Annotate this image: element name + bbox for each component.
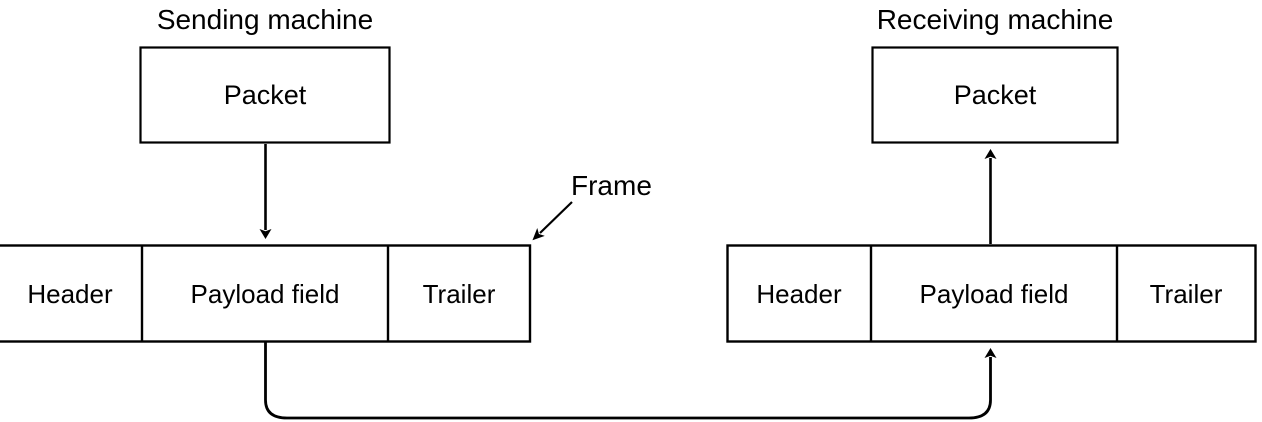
- sending-frame-cell-header: Header: [27, 279, 113, 309]
- receiving-frame-box: [726, 244, 1257, 343]
- sending-frame-cell-payload-field: Payload field: [190, 279, 340, 309]
- receiving-frame-cell-header: Header: [756, 279, 842, 309]
- sending-frame-box: [0, 244, 532, 343]
- sending-frame-cell-trailer: Trailer: [422, 279, 496, 309]
- frame-callout-label: Frame: [571, 170, 652, 201]
- sending-machine-title: Sending machine: [156, 4, 374, 35]
- receiving-packet-label: Packet: [953, 80, 1037, 110]
- receiving-frame-cell-trailer: Trailer: [1149, 279, 1223, 309]
- receiving-packet-box: [871, 46, 1119, 144]
- transmission-curve: [264, 342, 997, 420]
- sending-packet-label: Packet: [223, 80, 307, 110]
- sending-packet-box: [139, 46, 391, 144]
- receiving-frame-cell-payload-field: Payload field: [919, 279, 1069, 309]
- receiving-machine-title: Receiving machine: [876, 4, 1114, 35]
- frame-callout-arrow: [532, 201, 573, 241]
